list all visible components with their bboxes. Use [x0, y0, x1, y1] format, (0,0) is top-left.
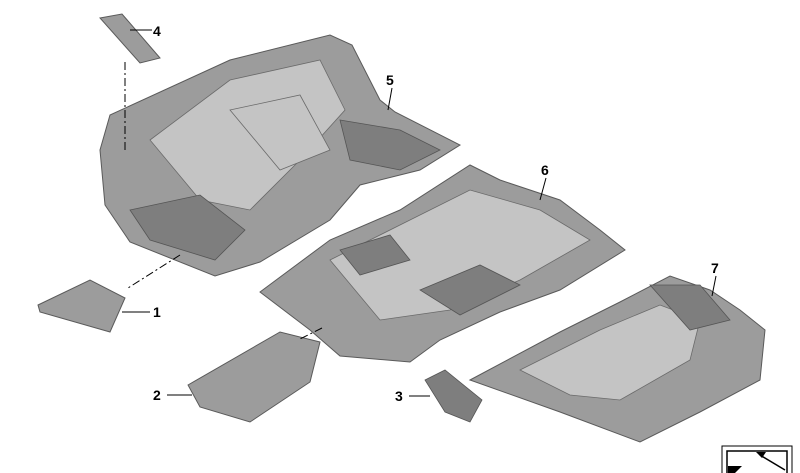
assembly-line-1 — [127, 254, 181, 289]
part-4-strip[interactable] — [99, 13, 161, 64]
callout-1: 1 — [153, 304, 161, 320]
part-7-rear-carpet[interactable] — [468, 275, 766, 443]
part-3-clip[interactable] — [424, 369, 483, 423]
part-2-pad[interactable] — [187, 331, 321, 423]
callout-2: 2 — [153, 387, 161, 403]
callout-6: 6 — [541, 162, 549, 178]
callout-4: 4 — [153, 23, 161, 39]
part-6-middle-carpet[interactable] — [259, 164, 626, 363]
part-5-front-carpet[interactable] — [99, 34, 462, 277]
callout-5: 5 — [386, 72, 394, 88]
callout-7: 7 — [711, 260, 719, 276]
callout-3: 3 — [395, 388, 403, 404]
part-1-pad[interactable] — [37, 279, 126, 333]
leader-7 — [711, 275, 717, 297]
leader-6 — [539, 177, 547, 201]
diagonal-arrow-icon[interactable] — [721, 445, 793, 473]
leader-5 — [387, 87, 393, 111]
assembly-line-2 — [297, 327, 323, 341]
